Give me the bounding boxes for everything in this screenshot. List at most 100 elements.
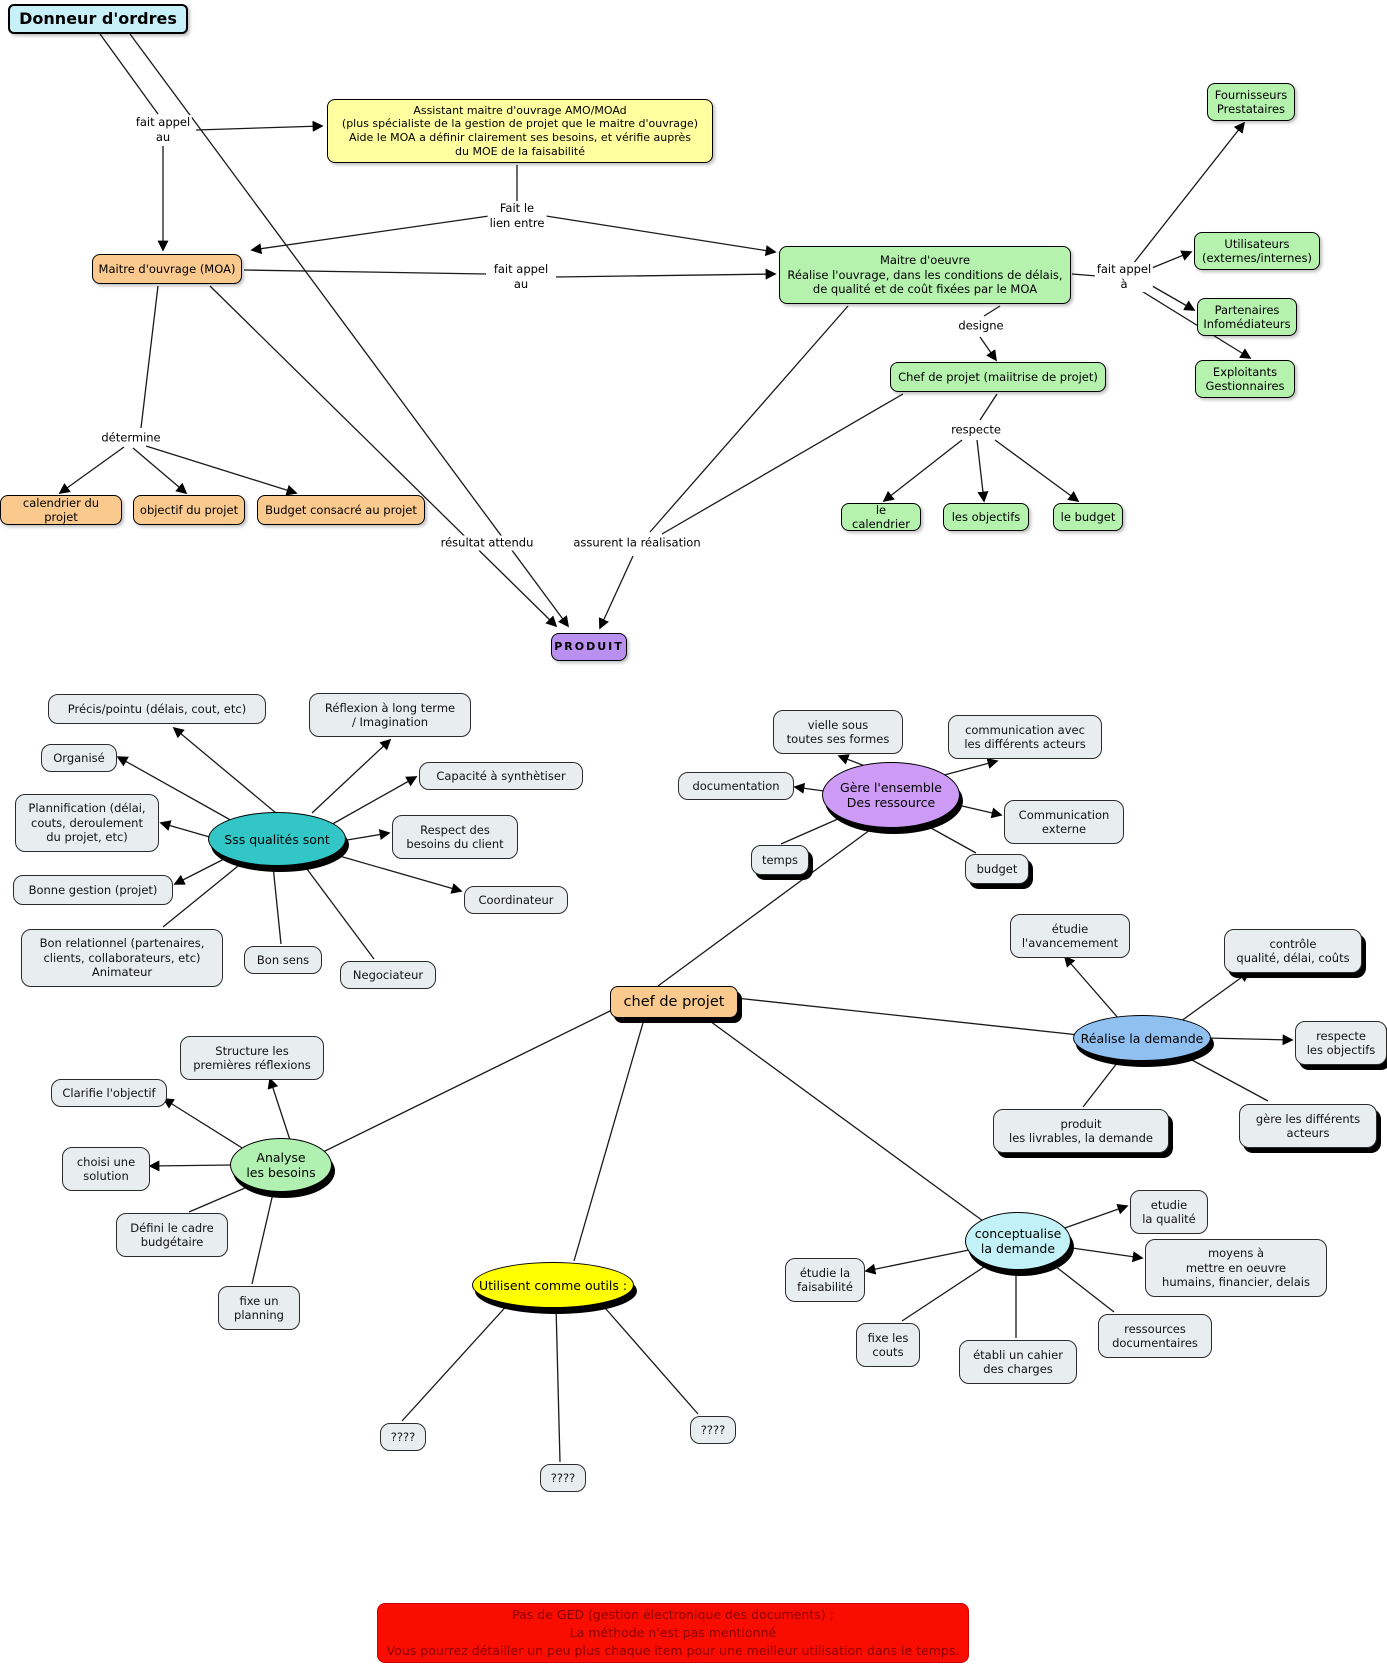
node-calendrier-projet[interactable]: calendrier du projet	[0, 495, 122, 525]
edge-label-resultat-attendu[interactable]: résultat attendu	[438, 535, 536, 551]
connector-line	[328, 776, 418, 827]
node-etudie-faisabilite[interactable]: étudie la faisabilité	[785, 1258, 865, 1302]
node-gere-acteurs[interactable]: gère les différents acteurs	[1239, 1104, 1377, 1148]
node-etudie-avancement[interactable]: étudie l'avancemement	[1010, 914, 1130, 958]
connector-line	[780, 814, 848, 845]
connector-line	[300, 860, 375, 960]
node-maitre-oeuvre[interactable]: Maitre d'oeuvre Réalise l'ouvrage, dans …	[779, 246, 1071, 304]
node-chef-projet-maitrise[interactable]: Chef de projet (maiitrise de projet)	[890, 362, 1106, 392]
connector-line	[58, 446, 125, 494]
node-coordinateur[interactable]: Coordinateur	[464, 886, 568, 914]
node-bon-relationnel[interactable]: Bon relationnel (partenaires, clients, c…	[21, 929, 223, 987]
connector-line	[983, 305, 1001, 317]
node-choisi-solution[interactable]: choisi une solution	[62, 1147, 150, 1191]
node-les-objectifs[interactable]: les objectifs	[943, 503, 1029, 531]
node-bon-sens[interactable]: Bon sens	[244, 946, 322, 974]
node-exploitants[interactable]: Exploitants Gestionnaires	[1195, 360, 1295, 398]
edge-label-determine[interactable]: détermine	[99, 430, 163, 446]
connector-line	[132, 447, 188, 495]
node-defini-cadre[interactable]: Défini le cadre budgétaire	[116, 1213, 228, 1257]
node-reflexion[interactable]: Réflexion à long terme / Imagination	[309, 693, 471, 737]
node-documentation[interactable]: documentation	[678, 772, 794, 800]
connector-line	[145, 445, 298, 496]
connector-line	[545, 215, 777, 256]
node-plannification[interactable]: Plannification (délai, couts, deroulemen…	[15, 794, 159, 852]
node-donneur-ordres[interactable]: Donneur d'ordres	[8, 4, 188, 34]
node-capacite-synthetiser[interactable]: Capacité à synthètiser	[419, 762, 583, 790]
node-fixe-planning[interactable]: fixe un planning	[218, 1286, 300, 1330]
node-communication-acteurs[interactable]: communication avec les différents acteur…	[948, 715, 1102, 759]
edge-label-respecte[interactable]: respecte	[949, 422, 1003, 438]
node-partenaires[interactable]: Partenaires Infomédiateurs	[1197, 298, 1297, 336]
node-produit-livrables[interactable]: produit les livrables, la demande	[993, 1109, 1169, 1153]
ellipse-gere-ressources[interactable]: Gère l'ensemble Des ressource	[822, 762, 960, 828]
connector-line	[267, 1077, 292, 1144]
node-utilisateurs[interactable]: Utilisateurs (externes/internes)	[1194, 232, 1320, 270]
node-communication-externe[interactable]: Communication externe	[1004, 800, 1124, 844]
node-structure-reflexions[interactable]: Structure les premières réflexions	[180, 1036, 324, 1080]
connector-line	[99, 33, 159, 115]
node-outil-inconnu-2[interactable]: ????	[540, 1464, 586, 1492]
connector-line	[1071, 273, 1098, 277]
node-controle-qualite[interactable]: contrôle qualité, délai, coûts	[1224, 929, 1362, 973]
node-budget-projet[interactable]: Budget consacré au projet	[257, 495, 425, 525]
edge-label-fait-appel-a[interactable]: fait appel à	[1094, 262, 1154, 292]
node-etudie-qualite[interactable]: etudie la qualité	[1130, 1190, 1208, 1234]
node-le-calendrier[interactable]: le calendrier	[841, 503, 921, 531]
connector-line	[173, 856, 229, 885]
node-respecte-objectifs[interactable]: respecte les objectifs	[1295, 1021, 1387, 1065]
node-vielle-formes[interactable]: vielle sous toutes ses formes	[773, 710, 903, 754]
node-clarifie-objectif[interactable]: Clarifie l'objectif	[51, 1079, 167, 1107]
node-outil-inconnu-1[interactable]: ????	[380, 1423, 426, 1451]
connector-line	[555, 1305, 561, 1463]
review-note[interactable]: Pas de GED (gestion électronique des doc…	[377, 1603, 969, 1663]
node-fixe-couts[interactable]: fixe les couts	[856, 1323, 920, 1367]
ellipse-qualites[interactable]: Sss qualités sont	[208, 812, 346, 866]
connector-line	[1205, 1034, 1294, 1046]
node-fournisseurs[interactable]: Fournisseurs Prestataires	[1207, 83, 1295, 121]
node-etabli-cahier[interactable]: établi un cahier des charges	[959, 1340, 1077, 1384]
connector-line	[979, 336, 997, 362]
ellipse-realise-demande[interactable]: Réalise la demande	[1073, 1015, 1211, 1061]
node-budget-ressource[interactable]: budget	[965, 854, 1029, 884]
node-bonne-gestion[interactable]: Bonne gestion (projet)	[13, 875, 173, 905]
node-assistant-moa[interactable]: Assistant maitre d'ouvrage AMO/MOAd (plu…	[327, 99, 713, 163]
node-ressources-documentaires[interactable]: ressources documentaires	[1098, 1314, 1212, 1358]
connector-line	[979, 393, 998, 421]
edge-label-fait-appel-au-1[interactable]: fait appel au	[133, 115, 193, 145]
connector-line	[555, 268, 777, 280]
connector-line	[657, 823, 879, 987]
ellipse-analyse-besoins[interactable]: Analyse les besoins	[230, 1138, 332, 1192]
connector-line	[1061, 1203, 1129, 1230]
node-organise[interactable]: Organisé	[41, 744, 117, 772]
node-respect-besoins[interactable]: Respect des besoins du client	[392, 815, 518, 859]
connector-line	[702, 1015, 984, 1222]
node-temps[interactable]: temps	[751, 845, 809, 875]
node-moyens-oeuvre[interactable]: moyens à mettre en oeuvre humains, finan…	[1145, 1239, 1327, 1297]
node-precis-pointu[interactable]: Précis/pointu (délais, cout, etc)	[48, 694, 266, 724]
node-negociateur[interactable]: Negociateur	[340, 961, 436, 989]
connector-line	[195, 120, 324, 132]
connector-line	[1146, 282, 1196, 311]
connector-line	[172, 726, 283, 819]
edge-label-assurent-realisation[interactable]: assurent la réalisation	[571, 535, 703, 551]
node-objectif-projet[interactable]: objectif du projet	[133, 495, 245, 525]
connector-line	[921, 822, 977, 854]
connector-line	[251, 1188, 275, 1285]
connector-line	[188, 1184, 253, 1213]
connector-line	[311, 738, 392, 814]
node-chef-de-projet[interactable]: chef de projet	[610, 986, 738, 1018]
node-produit[interactable]: PRODUIT	[551, 633, 627, 661]
edge-label-fait-le-lien[interactable]: Fait le lien entre	[487, 201, 547, 231]
node-maitre-ouvrage[interactable]: Maitre d'ouvrage (MOA)	[92, 254, 242, 284]
connector-line	[994, 439, 1080, 502]
edge-label-fait-appel-au-2[interactable]: fait appel au	[491, 262, 551, 292]
edge-label-designe[interactable]: designe	[956, 318, 1006, 334]
connector-line	[598, 1300, 699, 1415]
ellipse-utilisent-outils[interactable]: Utilisent comme outils :	[472, 1262, 634, 1308]
node-le-budget[interactable]: le budget	[1053, 503, 1123, 531]
ellipse-conceptualise-demande[interactable]: conceptualise la demande	[965, 1212, 1071, 1270]
node-outil-inconnu-3[interactable]: ????	[690, 1416, 736, 1444]
